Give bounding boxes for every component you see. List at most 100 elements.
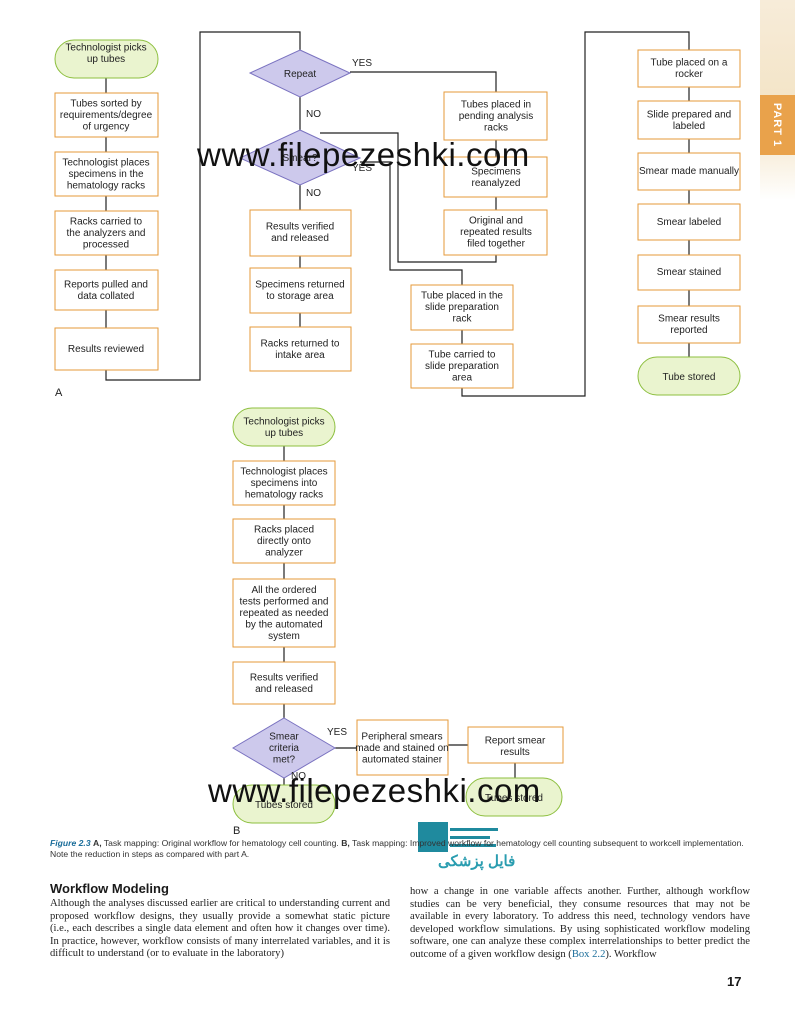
watermark-top: www.filepezeshki.com bbox=[197, 136, 530, 173]
node-text: Tubes stored bbox=[255, 800, 313, 811]
decision-smear bbox=[238, 129, 362, 186]
body-text-left: Although the analyses discussed earlier … bbox=[50, 898, 390, 960]
caption-text-a: Task mapping: Original workflow for hema… bbox=[101, 838, 342, 848]
terminal-node bbox=[232, 407, 336, 447]
yes-label: YES bbox=[327, 727, 347, 738]
terminal-node bbox=[637, 356, 741, 396]
process-node bbox=[232, 460, 336, 506]
terminal-node bbox=[232, 784, 336, 824]
process-node bbox=[249, 326, 352, 372]
node-text: Results reviewed bbox=[68, 344, 144, 355]
process-node bbox=[54, 210, 159, 256]
logo-text: فایل پزشکی bbox=[438, 853, 516, 870]
caption-b: B, bbox=[341, 838, 350, 848]
page-number: 17 bbox=[727, 974, 742, 989]
panel-a-decisions: Repeat YES NO Smear? YES NO bbox=[238, 49, 372, 199]
process-node bbox=[232, 661, 336, 705]
decision-text: Repeat bbox=[284, 69, 316, 80]
caption-text-b: Task mapping: Improved workflow for hema… bbox=[50, 838, 744, 859]
watermark-bottom: www.filepezeshki.com bbox=[208, 772, 541, 809]
process-node bbox=[637, 49, 741, 88]
process-node bbox=[443, 209, 548, 256]
process-node bbox=[637, 152, 741, 191]
process-node bbox=[54, 327, 159, 371]
process-node bbox=[249, 209, 352, 257]
process-node bbox=[443, 156, 548, 198]
logo-icon bbox=[418, 822, 498, 852]
body-text-right: how a change in one variable affects ano… bbox=[410, 886, 750, 960]
terminal-node bbox=[465, 777, 563, 817]
process-node bbox=[356, 719, 449, 776]
process-node bbox=[410, 284, 514, 331]
process-node bbox=[410, 343, 514, 389]
process-node bbox=[637, 305, 741, 344]
section-heading: Workflow Modeling bbox=[50, 881, 169, 896]
decision-smear-criteria bbox=[232, 717, 336, 779]
decision-repeat bbox=[248, 49, 352, 98]
process-node bbox=[467, 726, 564, 764]
caption-label: Figure 2.3 bbox=[50, 838, 91, 848]
terminal-node bbox=[54, 39, 159, 79]
process-node bbox=[232, 578, 336, 648]
node-text: Smear made manually bbox=[639, 166, 739, 177]
no-label: NO bbox=[291, 771, 306, 782]
figure-caption: Figure 2.3 A, Task mapping: Original wor… bbox=[50, 838, 750, 860]
part-tab: PART 1 bbox=[760, 95, 795, 155]
no-label: NO bbox=[306, 109, 321, 120]
process-node bbox=[637, 100, 741, 140]
no-label: NO bbox=[306, 188, 321, 199]
panel-a-label: A bbox=[55, 387, 63, 399]
process-node bbox=[54, 92, 159, 138]
yes-label: YES bbox=[352, 163, 372, 174]
node-text: Tube stored bbox=[663, 372, 716, 383]
process-node bbox=[54, 151, 159, 197]
panel-a-connectors bbox=[105, 31, 690, 397]
node-text: Tubes stored bbox=[485, 793, 543, 804]
node-text: Smear labeled bbox=[657, 217, 721, 228]
decision-text: Smear? bbox=[282, 153, 317, 164]
process-node bbox=[249, 267, 352, 314]
yes-label: YES bbox=[352, 58, 372, 69]
process-node bbox=[637, 254, 741, 291]
process-node bbox=[443, 91, 548, 141]
process-node bbox=[232, 518, 336, 564]
box-link[interactable]: Box 2.2 bbox=[571, 948, 606, 960]
panel-b-connectors bbox=[283, 446, 516, 785]
node-text: Smear stained bbox=[657, 267, 721, 278]
panel-b-label: B bbox=[233, 825, 240, 837]
caption-a: A, bbox=[92, 838, 102, 848]
process-node bbox=[54, 269, 159, 311]
process-node bbox=[637, 203, 741, 241]
